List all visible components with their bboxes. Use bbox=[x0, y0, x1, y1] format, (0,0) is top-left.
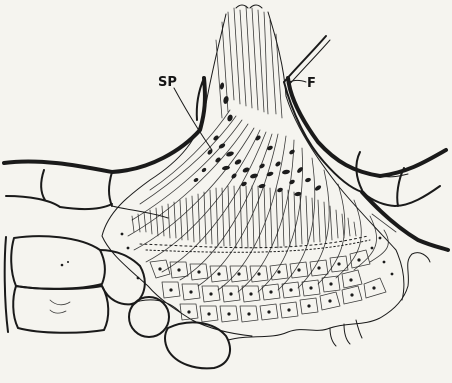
label-sp: SP bbox=[158, 75, 177, 90]
label-f: F bbox=[307, 76, 316, 91]
